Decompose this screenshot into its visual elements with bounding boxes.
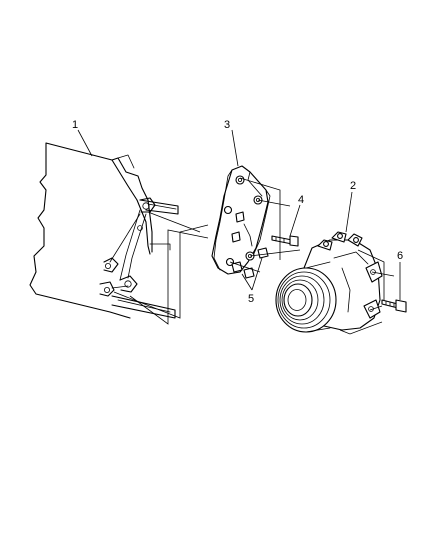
- callout-6: 6: [397, 250, 403, 262]
- callout-2: 2: [350, 180, 356, 192]
- compressor-bolt: [381, 299, 407, 313]
- alignment-lines-block: [113, 211, 209, 325]
- compressor: [275, 231, 383, 333]
- bracket-studs: [231, 247, 269, 279]
- callout-1: 1: [72, 119, 78, 131]
- bracket-bolt: [271, 235, 299, 247]
- alignment-lines-compressor: [339, 249, 395, 335]
- leader-lines: [77, 129, 401, 300]
- alignment-lines-bracket: [229, 177, 301, 273]
- callout-3: 3: [224, 119, 230, 131]
- callout-4: 4: [298, 194, 304, 206]
- engine-block: [29, 142, 179, 319]
- callout-5: 5: [248, 293, 254, 305]
